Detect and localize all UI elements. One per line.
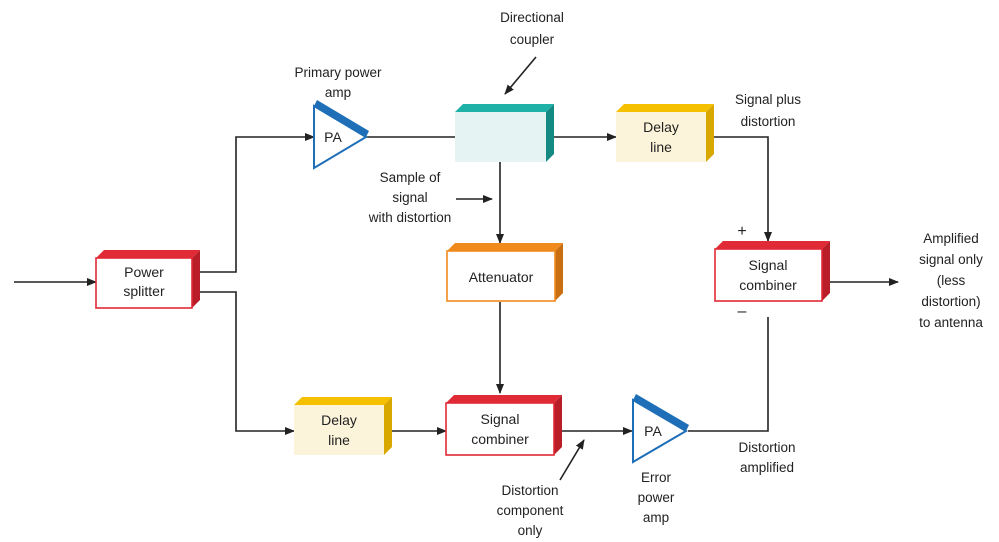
signal-combiner-bottom-block: Signal combiner <box>445 395 562 456</box>
splitter-to-delay-bottom-line <box>192 291 295 435</box>
directional-coupler-text-2: coupler <box>510 32 555 47</box>
distortion-pointer-arrow <box>559 439 585 481</box>
power-splitter-block: Power splitter <box>95 250 200 309</box>
signal-plus-distortion-text-2: distortion <box>741 114 796 129</box>
error-pa-label: PA <box>644 423 662 439</box>
signal-combiner-right-label-2: combiner <box>739 277 797 293</box>
primary-power-amp-text-2: amp <box>325 85 351 100</box>
coupler-pointer-arrow <box>504 56 537 95</box>
amplified-output-text-3: (less <box>937 273 966 288</box>
signal-combiner-right-label-1: Signal <box>749 257 788 273</box>
primary-power-amp-text-1: Primary power <box>294 65 382 80</box>
amplified-output-text-1: Amplified <box>923 231 979 246</box>
amplified-output-text-5: to antenna <box>919 315 983 330</box>
sample-of-signal-text-2: signal <box>392 190 427 205</box>
sample-of-signal-annotation: Sample of signal with distortion <box>368 170 452 225</box>
attenuator-block: Attenuator <box>446 243 563 302</box>
power-splitter-label-1: Power <box>124 264 164 280</box>
power-splitter-label-2: splitter <box>123 283 165 299</box>
delay-line-top-label-2: line <box>650 139 672 155</box>
amplified-output-text-4: distortion) <box>921 294 980 309</box>
directional-coupler-annotation: Directional coupler <box>500 10 564 47</box>
sample-of-signal-text-3: with distortion <box>368 210 452 225</box>
amplified-output-text-2: signal only <box>919 252 983 267</box>
error-power-amp: PA <box>632 394 689 464</box>
amplified-output-annotation: Amplified signal only (less distortion) … <box>919 231 983 330</box>
delay-line-bottom-block: Delay line <box>294 397 392 455</box>
directional-coupler-text-1: Directional <box>500 10 564 25</box>
signal-combiner-bottom-label-1: Signal <box>481 411 520 427</box>
signal-plus-distortion-annotation: Signal plus distortion <box>735 92 801 129</box>
delay-top-to-combiner-line <box>714 136 772 242</box>
minus-sign: – <box>738 303 747 320</box>
plus-sign: + <box>737 223 746 240</box>
signal-combiner-right-block: Signal combiner <box>714 241 830 302</box>
primary-pa-label: PA <box>324 129 342 145</box>
delay-line-top-block: Delay line <box>616 104 714 162</box>
error-pa-to-combiner-line <box>688 317 769 432</box>
error-power-amp-text-2: power <box>638 490 675 505</box>
directional-coupler-block <box>455 104 554 162</box>
delay-line-top-label-1: Delay <box>643 119 679 135</box>
delay-line-bottom-label-2: line <box>328 432 350 448</box>
distortion-amplified-text-2: amplified <box>740 460 794 475</box>
splitter-to-primary-pa-line <box>192 133 315 273</box>
signal-combiner-bottom-label-2: combiner <box>471 431 529 447</box>
error-power-amp-annotation: Error power amp <box>638 470 675 525</box>
delay-line-bottom-label-1: Delay <box>321 412 357 428</box>
primary-power-amp-annotation: Primary power amp <box>294 65 382 100</box>
distortion-component-annotation: Distortion component only <box>497 483 564 538</box>
signal-plus-distortion-text-1: Signal plus <box>735 92 801 107</box>
distortion-component-text-3: only <box>518 523 543 538</box>
distortion-component-text-2: component <box>497 503 564 518</box>
distortion-amplified-text-1: Distortion <box>738 440 795 455</box>
attenuator-label: Attenuator <box>469 269 534 285</box>
sample-of-signal-text-1: Sample of <box>380 170 441 185</box>
distortion-component-text-1: Distortion <box>501 483 558 498</box>
error-power-amp-text-1: Error <box>641 470 672 485</box>
primary-power-amp: PA <box>313 100 369 170</box>
error-power-amp-text-3: amp <box>643 510 669 525</box>
distortion-amplified-annotation: Distortion amplified <box>738 440 795 475</box>
